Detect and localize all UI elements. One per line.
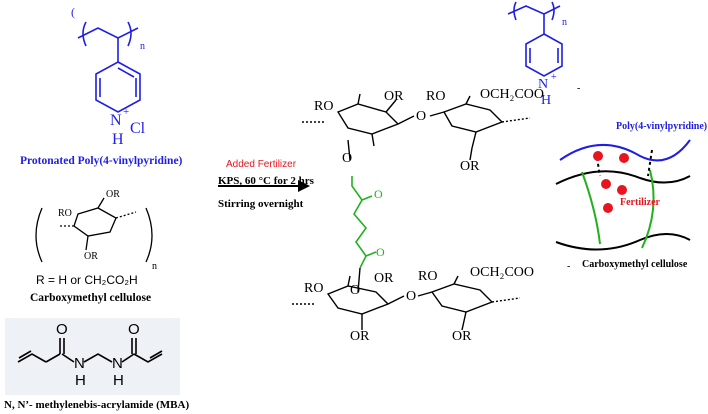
pyridinium-plus-center: + bbox=[551, 72, 557, 83]
cmc-label-right: Carboxymethyl cellulose bbox=[582, 259, 688, 270]
pyridinium-plus: + bbox=[123, 106, 130, 118]
lower-minus: - bbox=[567, 261, 571, 272]
upper-ro-2: RO bbox=[426, 89, 446, 104]
upper-ro: RO bbox=[314, 99, 334, 114]
upper-och2coo: OCH₂COO bbox=[480, 87, 544, 102]
upper-or-2: OR bbox=[460, 159, 480, 174]
fertilizer-dots bbox=[593, 151, 629, 213]
link-o-lower: O bbox=[350, 283, 361, 298]
cmc-or-top: OR bbox=[106, 189, 120, 200]
pyridinium-h: H bbox=[112, 131, 124, 148]
lower-och2coo: OCH₂COO bbox=[470, 265, 534, 280]
p4vp-label-left: Protonated Poly(4-vinylpyridine) bbox=[20, 155, 183, 167]
mba-o-right: O bbox=[128, 321, 140, 338]
lower-or-2: OR bbox=[350, 329, 370, 344]
mba-h-left: H bbox=[75, 372, 86, 389]
cmc-structure-left bbox=[35, 197, 153, 263]
r-definition: R = H or CH₂CO₂H bbox=[36, 273, 138, 287]
p4vp-label-right: Poly(4-vinylpyridine) bbox=[616, 121, 708, 132]
condition-kps: KPS, 60 °C for 2 hrs bbox=[218, 175, 314, 187]
mba-box bbox=[5, 318, 180, 395]
reaction-arrow bbox=[218, 180, 310, 192]
p4vp-structure-center bbox=[507, 1, 563, 77]
mba-label: N, N’- methylenebis-acrylamide (MBA) bbox=[4, 399, 190, 411]
p4vp-structure-left bbox=[77, 21, 141, 113]
chloride-label: Cl bbox=[130, 120, 146, 137]
cmc-ro-left: RO bbox=[58, 208, 72, 219]
mba-h-right: H bbox=[113, 372, 124, 389]
p4vp-repeat-open: ( bbox=[71, 5, 75, 19]
condition-stirring: Stirring overnight bbox=[218, 198, 304, 210]
mba-n-left: N bbox=[74, 355, 85, 372]
lower-or-3: OR bbox=[452, 329, 472, 344]
added-fertilizer-label: Added Fertilizer bbox=[226, 159, 297, 170]
cmc-dimer-lower bbox=[292, 275, 521, 331]
cmc-or-bottom: OR bbox=[84, 251, 98, 262]
keto-o-upper: O bbox=[374, 187, 383, 201]
mba-n-right: N bbox=[112, 355, 123, 372]
cmc-label-left: Carboxymethyl cellulose bbox=[30, 292, 152, 304]
cmc-dimer-upper bbox=[302, 93, 531, 161]
link-o-upper: O bbox=[342, 151, 353, 166]
pyridinium-h-center: H bbox=[541, 93, 552, 108]
mba-crosslink bbox=[351, 176, 377, 269]
upper-or-1: OR bbox=[384, 89, 404, 104]
lower-glycosidic-o: O bbox=[406, 289, 417, 304]
cmc-subscript-n: n bbox=[152, 261, 157, 272]
lower-or-1: OR bbox=[374, 271, 394, 286]
upper-glycosidic-o: O bbox=[416, 109, 427, 124]
upper-minus: - bbox=[577, 83, 581, 94]
pyridinium-n-center: N bbox=[538, 77, 549, 92]
lower-ro-2: RO bbox=[418, 269, 438, 284]
fertilizer-label: Fertilizer bbox=[620, 197, 660, 208]
pyridinium-n: N bbox=[110, 112, 122, 129]
keto-o-lower: O bbox=[376, 245, 385, 259]
lower-ro: RO bbox=[304, 281, 324, 296]
p4vp-subscript-n-center: n bbox=[562, 17, 567, 28]
p4vp-subscript-n: n bbox=[140, 41, 145, 52]
mba-o-left: O bbox=[56, 321, 68, 338]
hydrogel-schematic bbox=[555, 139, 691, 251]
